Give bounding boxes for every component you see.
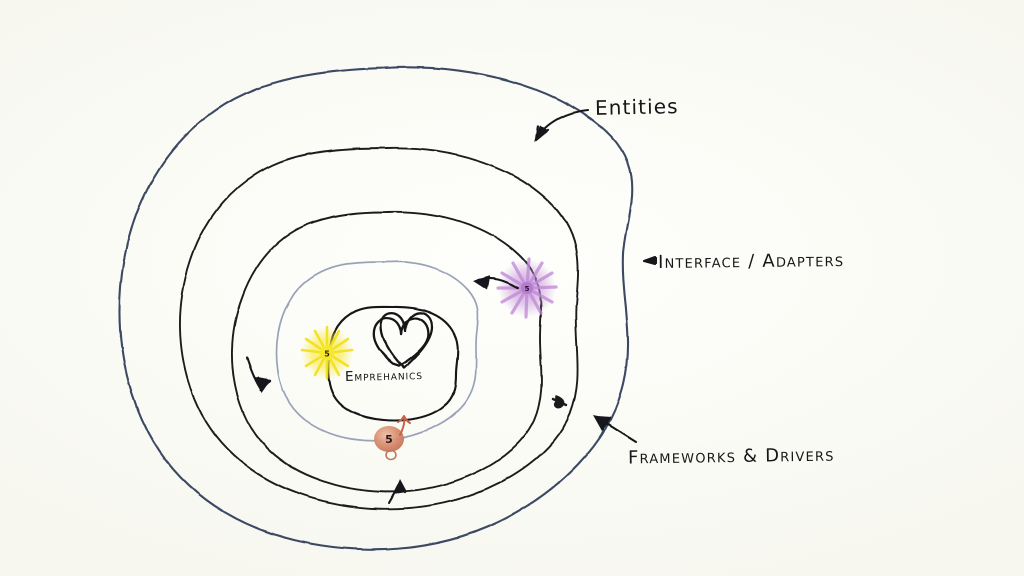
arrow-flow-bottom [387, 479, 407, 505]
ring-interface-adapters [179, 146, 580, 510]
tick-mark-icon [551, 395, 568, 409]
purple-sticker-badge: 5 [525, 285, 530, 293]
label-core-word: Emprehanics [344, 366, 424, 386]
heart-icon [372, 311, 434, 370]
arrow-entities [534, 108, 590, 142]
orange-creature-badge: 5 [385, 433, 393, 446]
label-frameworks-drivers: Frameworks & Drivers [627, 444, 835, 469]
purple-starburst-sticker: 5 [496, 257, 558, 319]
arrow-flow-left [245, 355, 272, 393]
label-entities: Entities [594, 94, 679, 120]
orange-creature-sticker: 5 [374, 415, 411, 461]
arrow-flow-from-purple [473, 275, 520, 290]
arrow-frameworks-drivers [593, 415, 638, 444]
ring-frameworks-and-drivers [118, 66, 633, 551]
label-interface-adapters: Interface / Adapters [657, 250, 845, 273]
yellow-starburst-sticker: 5 [300, 325, 354, 380]
ring-inner-violet [275, 260, 479, 442]
arrow-interface-adapters [642, 255, 657, 266]
yellow-sticker-badge: 5 [324, 349, 330, 358]
ring-core [327, 305, 459, 422]
